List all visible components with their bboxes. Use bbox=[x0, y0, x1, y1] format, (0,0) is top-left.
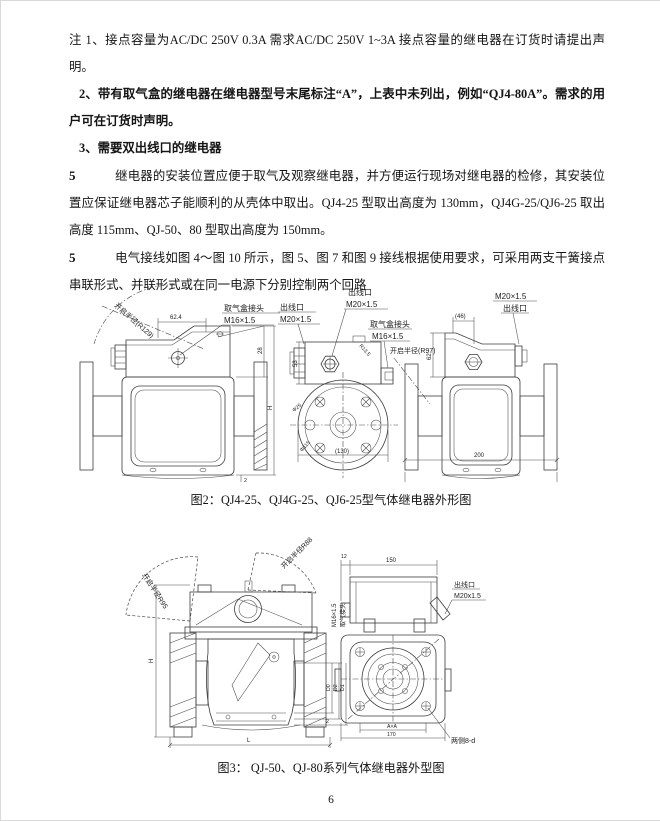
figure2-technical-drawing: 开启半径(R129) 62.4 取气盒接头 M16×1.5 bbox=[79, 284, 560, 484]
fig3-outlet-label: 出线口 bbox=[454, 580, 475, 589]
fig3-dim-H: H bbox=[149, 659, 155, 663]
fig2-dim-2: 2 bbox=[244, 478, 247, 484]
fig2-m16-label-a: M16×1.5 bbox=[224, 316, 256, 325]
fig3-dim-150: 150 bbox=[386, 558, 397, 564]
fig2-dim-130: (130) bbox=[335, 449, 349, 455]
page-number: 6 bbox=[328, 794, 334, 806]
fig2-dim-53: 53 bbox=[293, 360, 299, 367]
fig2-open-radius-129-label: 开启半径(R129) bbox=[113, 301, 156, 340]
fig2-dim-28: 28 bbox=[258, 347, 264, 354]
fig3-dim-AxA: A×A bbox=[387, 724, 397, 730]
fig2-dim-phi25: Φ25 bbox=[292, 403, 304, 414]
fig2-outlet-label-left: 出线口 bbox=[280, 302, 304, 312]
fig2-front-view: 出线口 M20×1.5 出线口 M20×1.5 取气盒接头 M16×1.5 开启… bbox=[278, 287, 436, 478]
fig2-dim-62: 62 bbox=[427, 353, 433, 360]
fig3-open-radius-95-label: 开启半径R95 bbox=[140, 571, 170, 610]
fig2-side-view-left: 开启半径(R129) 62.4 取气盒接头 M16×1.5 bbox=[79, 284, 280, 484]
figure3-technical-drawing: 开启半径R95 开启半径R88 bbox=[125, 535, 486, 748]
fig3-dim-D0: D0 bbox=[326, 684, 332, 691]
fig3-holes-label: 两侧8-d bbox=[451, 736, 475, 745]
fig3-dim-12: 12 bbox=[341, 554, 347, 560]
paragraph-install-text: 继电器的安装位置应便于取气及观察继电器，并方便运行现场对继电器的检修，其安装位置… bbox=[69, 169, 605, 237]
fig2-dim-H: H bbox=[268, 406, 274, 410]
fig2-side-view-right: M20×1.5 出线口 (46) 62 bbox=[402, 292, 560, 482]
fig3-dim-L: L bbox=[247, 738, 251, 744]
fig2-gas-joint-label-a: 取气盒接头 bbox=[224, 303, 264, 313]
fig2-gas-joint-label-b: 取气盒接头 bbox=[370, 319, 410, 329]
fig2-open-radius-97-label: 开启半径(R97) bbox=[390, 346, 436, 355]
fig2-dim-46: (46) bbox=[455, 314, 466, 320]
fig3-hatch-left-flange bbox=[169, 632, 197, 728]
fig2-m20-label-mid: M20×1.5 bbox=[346, 300, 378, 309]
fig2-m16-label-b: M16×1.5 bbox=[372, 332, 404, 341]
figure3-caption: 图3： QJ-50、QJ-80系列气体继电器外型图 bbox=[217, 761, 445, 775]
fig2-m20-label-right: M20×1.5 bbox=[495, 292, 527, 301]
fig3-dim-2: 2 bbox=[326, 719, 329, 725]
fig2-dim-200: 200 bbox=[474, 453, 485, 459]
fig3-dim-D1: D1 bbox=[340, 684, 346, 691]
fig2-dim-r13-5: R13.5 bbox=[358, 343, 372, 357]
text-block: 注 1、接点容量为AC/DC 250V 0.3A 需求AC/DC 250V 1~… bbox=[69, 27, 605, 299]
fig2-m20-label-left: M20×1.5 bbox=[280, 315, 312, 324]
fig2-hatch-right-flange bbox=[253, 423, 268, 471]
note-2: 2、带有取气盒的继电器在继电器型号末尾标注“A”，上表中未列出，例如“QJ4-8… bbox=[69, 87, 605, 128]
note-3-heading: 3、需要双出线口的继电器 bbox=[79, 141, 222, 155]
fig2-dim-62-4: 62.4 bbox=[170, 315, 182, 321]
note-1: 注 1、接点容量为AC/DC 250V 0.3A 需求AC/DC 250V 1~… bbox=[69, 33, 605, 74]
fig3-gas-joint-label: 取气接头 bbox=[339, 603, 347, 627]
figure2-caption: 图2：QJ4-25、QJ4G-25、QJ6-25型气体继电器外形图 bbox=[190, 493, 472, 507]
fig3-front-view: 开启半径R95 开启半径R88 bbox=[125, 535, 348, 748]
fig3-hatch-right-flange bbox=[303, 632, 327, 728]
list-bullet: 5 bbox=[69, 168, 76, 183]
fig3-m16-label: M16×1.5 bbox=[332, 603, 338, 627]
fig3-dim-D2: D2 bbox=[333, 684, 339, 691]
fig3-m20-label: M20x1.5 bbox=[454, 593, 481, 600]
fig3-corner-bolts bbox=[355, 647, 431, 711]
fig3-plan-view: 150 12 M16×1.5 取气接头 出线口 M20x1.5 bbox=[332, 554, 486, 745]
fig2-bolt-holes bbox=[304, 396, 382, 454]
fig2-outlet-label-right: 出线口 bbox=[503, 303, 527, 313]
paragraph-wiring-text: 电气接线如图 4～图 10 所示，图 5、图 7 和图 9 接线根据使用要求，可… bbox=[69, 251, 605, 292]
list-bullet: 5 bbox=[69, 250, 76, 265]
fig3-open-radius-88-label: 开启半径R88 bbox=[279, 535, 314, 570]
fig2-outlet-label-mid: 出线口 bbox=[348, 287, 372, 297]
fig3-dim-170: 170 bbox=[387, 732, 396, 738]
